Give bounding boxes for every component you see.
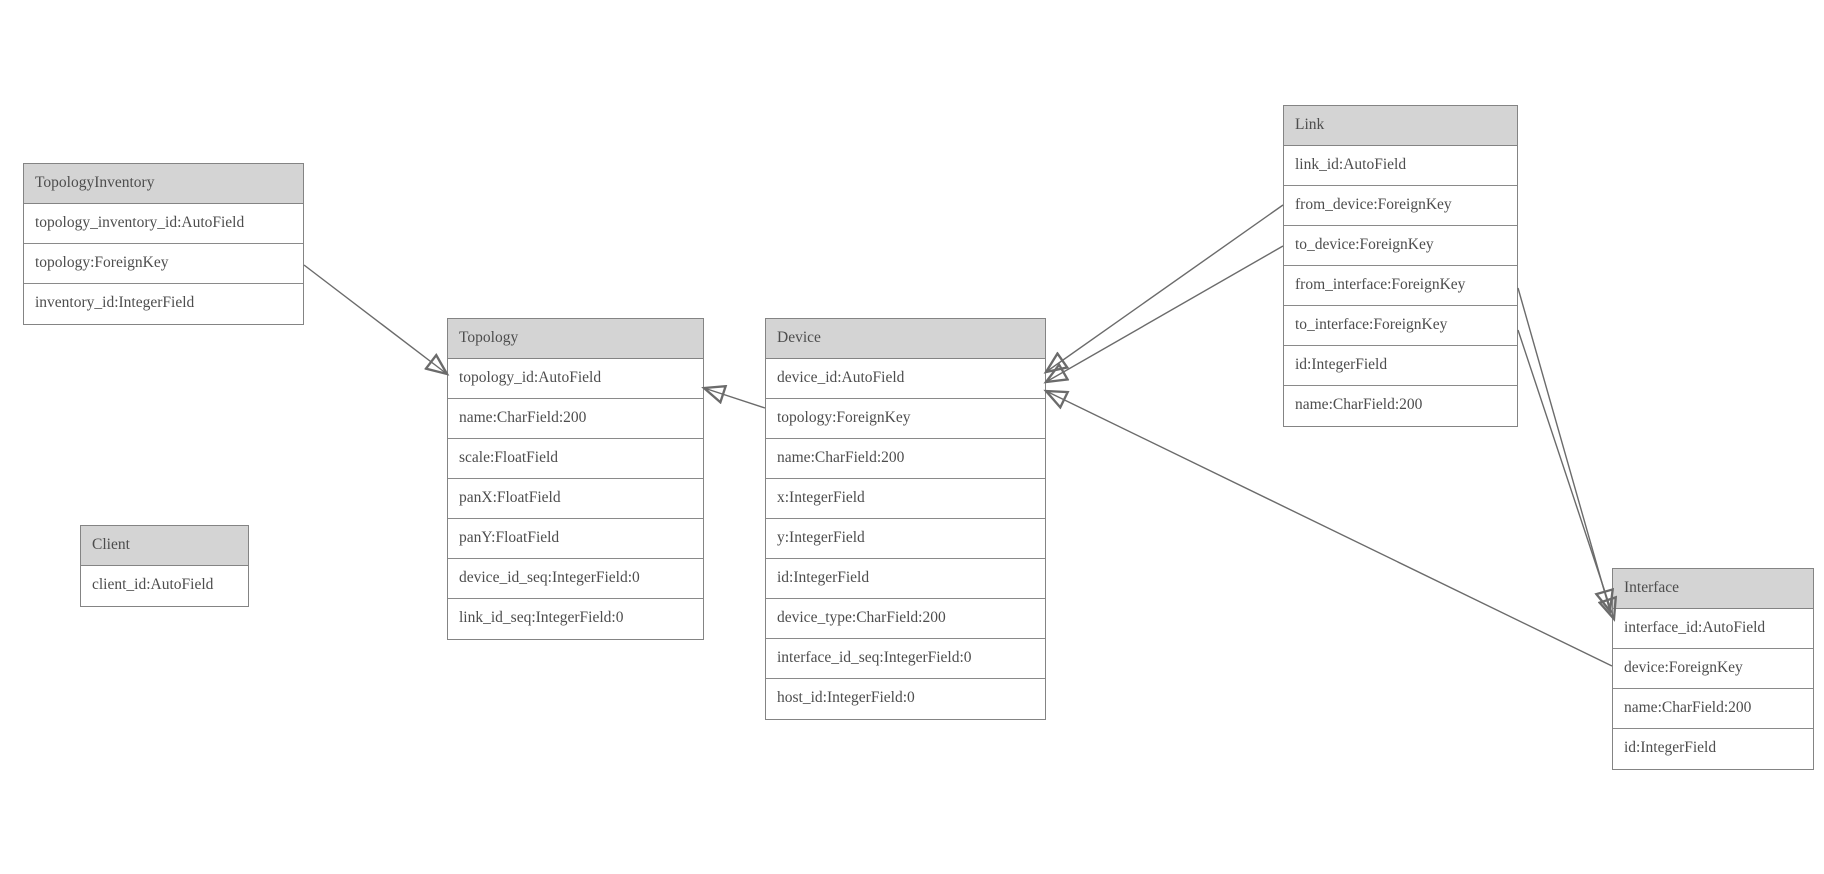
entity-field: client_id:AutoField [92, 576, 214, 593]
entity-field: from_device:ForeignKey [1284, 186, 1517, 226]
edge-topologyinventory-topology [303, 264, 447, 374]
entity-device: Device device_id:AutoField topology:Fore… [765, 318, 1046, 720]
entity-field: to_device:ForeignKey [1284, 226, 1517, 266]
entity-topology: Topology topology_id:AutoField name:Char… [447, 318, 704, 640]
entity-field: interface_id:AutoField [1613, 609, 1813, 649]
entity-field: interface_id_seq:IntegerField:0 [766, 639, 1045, 679]
edge-link-todevice-device [1046, 245, 1284, 382]
entity-field: name:CharField:200 [1613, 689, 1813, 729]
entity-field: y:IntegerField [766, 519, 1045, 559]
entity-field: topology_inventory_id:AutoField [24, 204, 303, 244]
edge-link-frominterface-interface [1517, 287, 1610, 611]
entity-title: TopologyInventory [24, 164, 303, 204]
entity-topology-inventory: TopologyInventory topology_inventory_id:… [23, 163, 304, 325]
edge-interface-device-device [1046, 391, 1613, 667]
entity-title: Link [1284, 106, 1517, 146]
entity-field: from_interface:ForeignKey [1284, 266, 1517, 306]
entity-title: Client [81, 526, 248, 566]
entity-field: to_interface:ForeignKey [1284, 306, 1517, 346]
entity-field: topology_id:AutoField [448, 359, 703, 399]
edge-device-topology [704, 388, 766, 409]
entity-field: topology:ForeignKey [766, 399, 1045, 439]
entity-interface: Interface interface_id:AutoField device:… [1612, 568, 1814, 770]
entity-field: panX:FloatField [448, 479, 703, 519]
entity-field: link_id:AutoField [1284, 146, 1517, 186]
entity-link: Link link_id:AutoField from_device:Forei… [1283, 105, 1518, 427]
entity-field: inventory_id:IntegerField [35, 294, 195, 311]
entity-field: name:CharField:200 [448, 399, 703, 439]
entity-field: panY:FloatField [448, 519, 703, 559]
entity-field: name:CharField:200 [1295, 396, 1423, 413]
entity-field: x:IntegerField [766, 479, 1045, 519]
entity-title: Device [766, 319, 1045, 359]
entity-title: Interface [1613, 569, 1813, 609]
entity-field: name:CharField:200 [766, 439, 1045, 479]
entity-field: id:IntegerField [1284, 346, 1517, 386]
entity-field: device_id:AutoField [766, 359, 1045, 399]
edge-link-tointerface-interface [1517, 329, 1614, 619]
entity-field: scale:FloatField [448, 439, 703, 479]
entity-field: link_id_seq:IntegerField:0 [459, 609, 624, 626]
entity-client: Client client_id:AutoField [80, 525, 249, 607]
entity-field: id:IntegerField [766, 559, 1045, 599]
entity-field: host_id:IntegerField:0 [777, 689, 915, 706]
entity-field: device_type:CharField:200 [766, 599, 1045, 639]
entity-field: device_id_seq:IntegerField:0 [448, 559, 703, 599]
entity-field: topology:ForeignKey [24, 244, 303, 284]
entity-field: device:ForeignKey [1613, 649, 1813, 689]
entity-title: Topology [448, 319, 703, 359]
entity-field: id:IntegerField [1624, 739, 1717, 756]
edge-link-fromdevice-device [1046, 204, 1284, 372]
